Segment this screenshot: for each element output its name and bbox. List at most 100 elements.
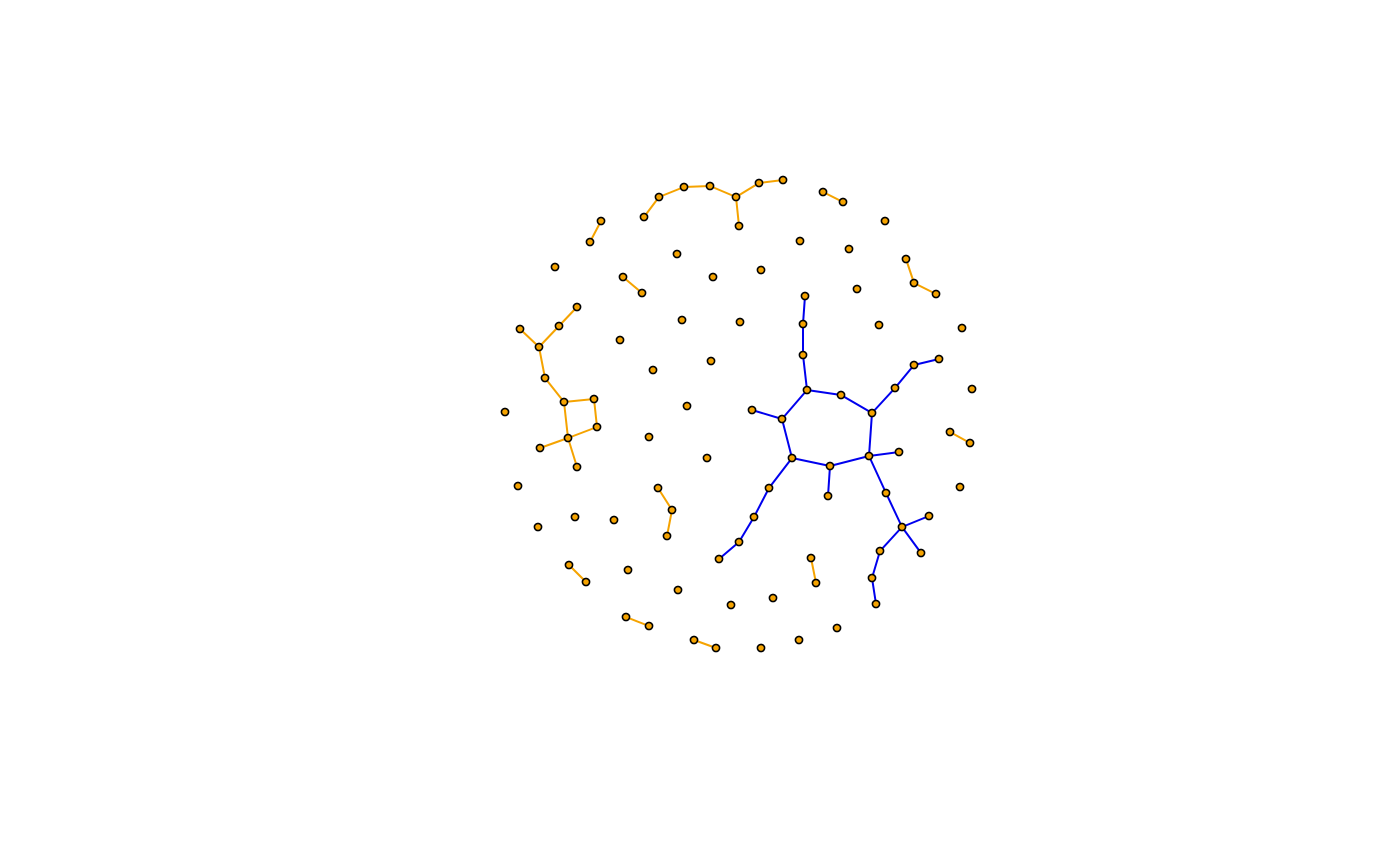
graph-node — [550, 262, 560, 272]
graph-node — [967, 384, 977, 394]
graph-node — [564, 560, 574, 570]
blue-edge — [781, 389, 808, 420]
graph-node — [756, 643, 766, 653]
graph-node — [515, 324, 525, 334]
graph-node — [955, 482, 965, 492]
graph-node — [916, 548, 926, 558]
blue-edge — [871, 387, 896, 414]
orange-edge — [666, 509, 673, 537]
graph-node — [852, 284, 862, 294]
blue-edge — [791, 457, 831, 467]
graph-node — [639, 212, 649, 222]
blue-edge — [871, 550, 881, 579]
graph-node — [513, 481, 523, 491]
graph-node — [654, 192, 664, 202]
graph-node — [901, 254, 911, 264]
blue-edge — [885, 492, 903, 528]
graph-node — [811, 578, 821, 588]
graph-node — [798, 319, 808, 329]
graph-node — [734, 221, 744, 231]
graph-node — [711, 643, 721, 653]
graph-node — [754, 178, 764, 188]
graph-node — [570, 512, 580, 522]
graph-node — [749, 512, 759, 522]
orange-edge — [538, 346, 546, 379]
graph-node — [844, 244, 854, 254]
graph-node — [563, 433, 573, 443]
graph-node — [572, 462, 582, 472]
blue-edge — [840, 394, 873, 414]
graph-node — [747, 405, 757, 415]
graph-node — [596, 216, 606, 226]
graph-node — [533, 522, 543, 532]
orange-edge — [567, 437, 578, 468]
graph-node — [581, 577, 591, 587]
graph-node — [559, 397, 569, 407]
blue-edge — [781, 418, 793, 459]
graph-node — [825, 461, 835, 471]
graph-node — [708, 272, 718, 282]
blue-edge — [901, 515, 930, 528]
graph-node — [667, 505, 677, 515]
graph-node — [554, 321, 564, 331]
graph-node — [756, 265, 766, 275]
graph-node — [867, 408, 877, 418]
orange-edge — [567, 426, 598, 439]
graph-node — [673, 585, 683, 595]
graph-node — [535, 443, 545, 453]
blue-edge — [894, 364, 915, 389]
graph-node — [589, 394, 599, 404]
orange-edge — [563, 401, 569, 439]
graph-node — [934, 354, 944, 364]
orange-edge — [563, 398, 595, 403]
graph-node — [806, 553, 816, 563]
blue-edge — [868, 412, 873, 457]
graph-node — [880, 216, 890, 226]
blue-edge — [751, 409, 783, 420]
graph-node — [965, 438, 975, 448]
graph-node — [800, 291, 810, 301]
orange-edge — [735, 182, 760, 198]
blue-edge — [868, 451, 900, 457]
graph-node — [924, 511, 934, 521]
graph-node — [894, 447, 904, 457]
graph-node — [689, 635, 699, 645]
graph-node — [585, 237, 595, 247]
graph-node — [731, 192, 741, 202]
graph-node — [867, 573, 877, 583]
graph-node — [787, 453, 797, 463]
graph-node — [838, 197, 848, 207]
graph-node — [644, 432, 654, 442]
blue-edge — [802, 295, 806, 325]
graph-node — [836, 390, 846, 400]
graph-node — [534, 342, 544, 352]
graph-node — [682, 401, 692, 411]
graph-node — [823, 491, 833, 501]
blue-edge — [753, 487, 770, 518]
graph-node — [871, 599, 881, 609]
graph-node — [679, 182, 689, 192]
graph-node — [945, 427, 955, 437]
graph-node — [931, 289, 941, 299]
blue-edge — [806, 389, 842, 396]
graph-node — [677, 315, 687, 325]
graph-node — [881, 488, 891, 498]
graph-node — [637, 288, 647, 298]
graph-node — [897, 522, 907, 532]
graph-node — [592, 422, 602, 432]
graph-node — [818, 187, 828, 197]
blue-edge — [879, 526, 903, 552]
graph-node — [734, 537, 744, 547]
graph-node — [875, 546, 885, 556]
orange-edge — [593, 398, 598, 428]
node-layer — [500, 175, 977, 653]
blue-edge — [827, 465, 831, 497]
blue-edge — [802, 354, 808, 391]
graph-node — [672, 249, 682, 259]
graph-node — [662, 531, 672, 541]
graph-node — [764, 483, 774, 493]
graph-node — [572, 302, 582, 312]
graph-node — [726, 600, 736, 610]
